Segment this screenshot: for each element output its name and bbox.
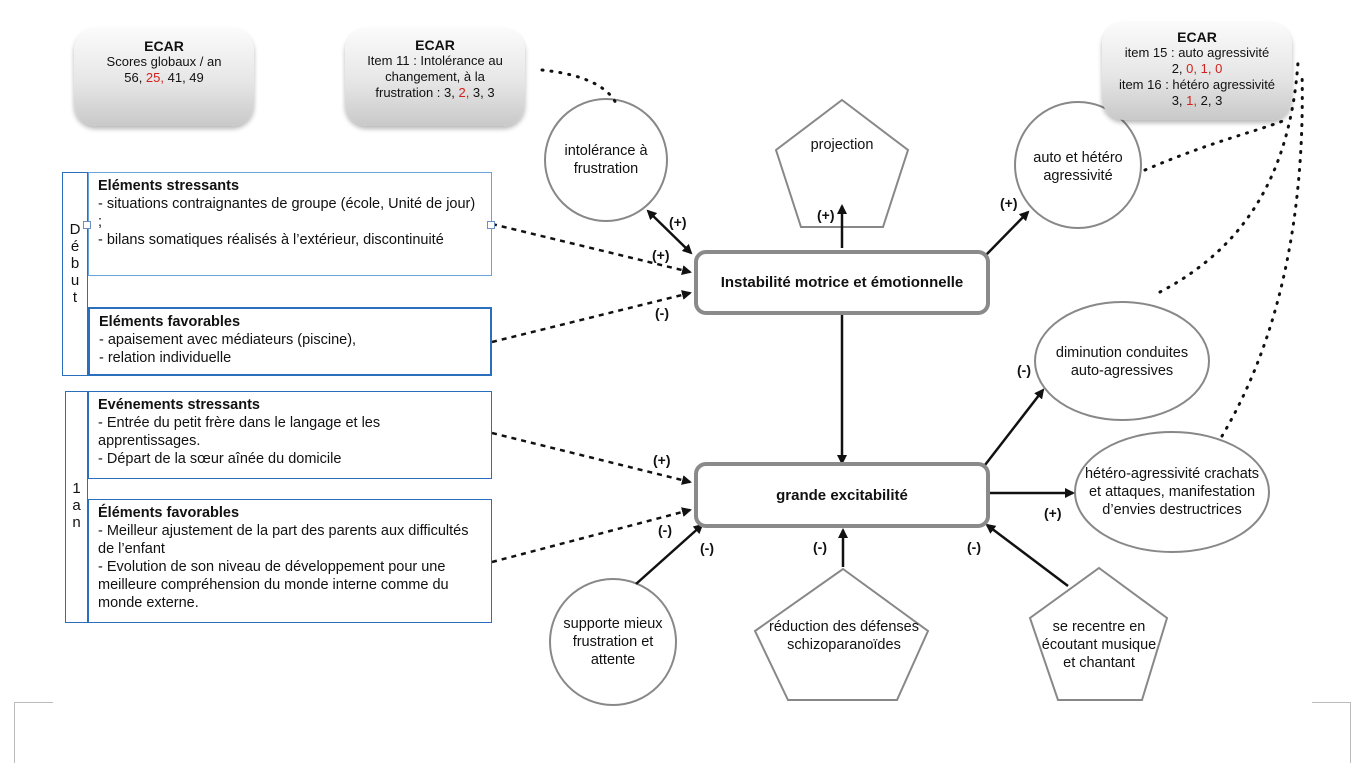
sign-debut-stress: (+) (652, 247, 670, 263)
dotted-ecar-item11 (540, 68, 620, 110)
ecar-item15-title: ECAR (1177, 29, 1217, 45)
page-corner-left (14, 702, 53, 763)
an-fav-line: - Evolution de son niveau de développeme… (98, 559, 449, 611)
debut-stress-line: - situations contraignantes de groupe (é… (98, 196, 476, 230)
reduction-pentagon (753, 567, 930, 701)
ecar-item16-values: 3, 1, 2, 3 (1171, 93, 1223, 108)
diminution-label: diminution conduites auto-agressives (1055, 345, 1189, 379)
reduction-label: réduction des défenses schizoparanoïdes (769, 619, 919, 653)
debut-stress-box[interactable]: Eléments stressants - situations contrai… (88, 172, 492, 276)
sign-intolerance: (+) (669, 214, 687, 230)
arrow-intolerance-instabilite (646, 209, 693, 255)
projection-label: projection (810, 137, 874, 153)
ecar-scores-values: 56, 25, 41, 49 (124, 70, 204, 85)
an-stress-title: Evénements stressants (98, 397, 260, 413)
sign-supporte: (-) (700, 540, 714, 556)
recentre-label: se recentre en écoutant musique et chant… (1041, 619, 1157, 671)
ecar-item11-box: ECAR Item 11 : Intolérance au changement… (345, 28, 525, 126)
arrow-recentre-excitabilite (985, 523, 1069, 587)
ecar-item16-label: item 16 : hétéro agressivité (1118, 77, 1276, 92)
sign-reduction: (-) (813, 539, 827, 555)
sign-projection: (+) (817, 207, 835, 223)
sign-auto-hetero: (+) (1000, 195, 1018, 211)
ecar-scores-title: ECAR (144, 38, 184, 54)
debut-fav-line: - apaisement avec médiateurs (piscine), (99, 332, 357, 348)
supporte-circle (549, 578, 677, 706)
an-stress-box: Evénements stressants - Entrée du petit … (88, 391, 492, 479)
ecar-item15-16-box: ECAR item 15 : auto agressivité 2, 0, 1,… (1102, 22, 1292, 120)
ecar-item15-values: 2, 0, 1, 0 (1171, 61, 1223, 76)
arrow-excitabilite-diminution (984, 388, 1045, 466)
debut-stress-line: - bilans somatiques réalisés à l’extérie… (98, 232, 444, 248)
debut-fav-title: Eléments favorables (99, 314, 241, 330)
sign-hetero: (+) (1044, 505, 1062, 521)
sign-recentre: (-) (967, 539, 981, 555)
sign-an-stress: (+) (653, 452, 671, 468)
sign-an-fav: (-) (658, 522, 672, 538)
arrow-instabilite-auto-hetero (985, 210, 1030, 256)
hetero-ellipse (1074, 431, 1270, 553)
an-fav-title: Éléments favorables (98, 505, 240, 521)
arrow-supporte-excitabilite (635, 523, 704, 585)
arrow-an-stress (491, 431, 692, 485)
sign-diminution: (-) (1017, 362, 1031, 378)
debut-stress-title: Eléments stressants (98, 178, 240, 194)
excitabilite-box: grande excitabilité (694, 462, 990, 528)
arrow-debut-stress (491, 222, 692, 275)
an-stress-line: - Départ de la sœur aînée du domicile (98, 451, 342, 467)
debut-fav-line: - relation individuelle (99, 350, 232, 366)
arrow-an-fav (491, 507, 692, 564)
ecar-scores-label: Scores globaux / an (106, 54, 222, 69)
selection-handle[interactable] (487, 221, 495, 229)
diminution-ellipse (1034, 301, 1210, 421)
ecar-item11-line1: Item 11 : Intolérance au (367, 53, 503, 68)
recentre-pentagon (1028, 566, 1169, 701)
ecar-item11-line2: changement, à la (385, 69, 485, 84)
page-corner-right (1312, 702, 1351, 763)
intolerance-label: intolérance à frustration (564, 143, 648, 177)
dotted-ecar-hetero (1220, 70, 1304, 438)
an-stress-line: - Entrée du petit frère dans le langage … (98, 415, 381, 449)
debut-fav-box: Eléments favorables - apaisement avec mé… (88, 307, 492, 376)
instabilite-box: Instabilité motrice et émotionnelle (694, 250, 990, 315)
auto-hetero-circle (1014, 101, 1142, 229)
intolerance-circle (544, 98, 668, 222)
ecar-item15-label: item 15 : auto agressivité (1124, 45, 1270, 60)
dotted-ecar-auto-hetero (1143, 118, 1287, 172)
auto-hetero-label: auto et hétéro agressivité (1033, 150, 1123, 184)
ecar-item11-title: ECAR (415, 37, 455, 53)
supporte-label: supporte mieux frustration et attente (563, 616, 663, 668)
arrow-debut-fav (491, 290, 692, 344)
selection-handle[interactable] (83, 221, 91, 229)
ecar-scores-box: ECAR Scores globaux / an 56, 25, 41, 49 (74, 28, 254, 126)
sign-debut-fav: (-) (655, 305, 669, 321)
ecar-item11-line3: frustration : 3, 2, 3, 3 (375, 85, 495, 100)
an-fav-line: - Meilleur ajustement de la part des par… (98, 523, 469, 557)
hetero-label: hétéro-agressivité crachats et attaques,… (1084, 466, 1260, 518)
an-fav-box: Éléments favorables - Meilleur ajustemen… (88, 499, 492, 623)
